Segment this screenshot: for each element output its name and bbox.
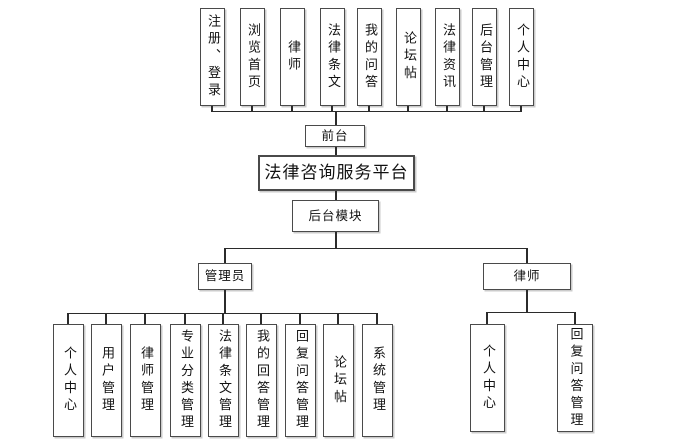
connector-line bbox=[225, 248, 528, 249]
front-module-personal-center: 个人中心 bbox=[509, 8, 534, 106]
connector-line bbox=[299, 313, 301, 324]
connector-line bbox=[335, 111, 337, 125]
admin-module-category-mgmt: 专业分类管理 bbox=[170, 324, 201, 437]
connector-line bbox=[446, 106, 448, 112]
lawyer-role-box: 律师 bbox=[483, 263, 571, 290]
connector-line bbox=[376, 313, 378, 324]
connector-line bbox=[574, 312, 576, 324]
connector-line bbox=[260, 313, 262, 324]
connector-line bbox=[368, 106, 370, 112]
connector-line bbox=[335, 232, 337, 248]
connector-line bbox=[222, 313, 224, 324]
connector-line bbox=[144, 313, 146, 324]
connector-line bbox=[487, 312, 576, 313]
connector-line bbox=[224, 248, 226, 263]
admin-module-lawyer-mgmt: 律师管理 bbox=[130, 324, 161, 437]
admin-module-my-answer-mgmt: 我的回答管理 bbox=[246, 324, 277, 437]
connector-line bbox=[407, 106, 409, 112]
connector-line bbox=[483, 106, 485, 112]
connector-line bbox=[105, 313, 107, 324]
front-module-legal-news: 法律资讯 bbox=[435, 8, 460, 106]
connector-line bbox=[335, 191, 337, 200]
connector-line bbox=[291, 106, 293, 112]
front-module-legal-articles: 法律条文 bbox=[320, 8, 345, 106]
connector-line bbox=[335, 147, 337, 155]
front-module-forum-post: 论坛帖 bbox=[396, 8, 421, 106]
connector-line bbox=[251, 106, 253, 112]
admin-module-personal-center: 个人中心 bbox=[53, 324, 84, 437]
admin-module-reply-qa-mgmt: 回复问答管理 bbox=[285, 324, 316, 437]
connector-line bbox=[526, 290, 528, 312]
admin-module-system-mgmt: 系统管理 bbox=[362, 324, 393, 437]
back-group-box: 后台模块 bbox=[292, 200, 379, 232]
connector-line bbox=[486, 312, 488, 324]
front-module-browse-home: 浏览首页 bbox=[240, 8, 265, 106]
connector-line bbox=[337, 313, 339, 324]
connector-line bbox=[331, 106, 333, 112]
connector-line bbox=[211, 106, 213, 112]
lawyer-module-reply-qa-mgmt: 回复问答管理 bbox=[557, 324, 593, 432]
front-module-backend-mgmt: 后台管理 bbox=[472, 8, 497, 106]
connector-line bbox=[526, 248, 528, 263]
connector-line bbox=[212, 111, 522, 112]
front-group-box: 前台 bbox=[305, 125, 365, 147]
platform-title-box: 法律咨询服务平台 bbox=[258, 155, 415, 191]
admin-role-box: 管理员 bbox=[198, 263, 252, 290]
front-module-my-qa: 我的问答 bbox=[357, 8, 382, 106]
connector-line bbox=[520, 106, 522, 112]
connector-line bbox=[224, 290, 226, 313]
front-module-register-login: 注册、登录 bbox=[200, 8, 225, 106]
lawyer-module-personal-center: 个人中心 bbox=[470, 324, 505, 432]
admin-module-forum-post: 论坛帖 bbox=[323, 324, 354, 437]
admin-module-user-mgmt: 用户管理 bbox=[91, 324, 122, 437]
connector-line bbox=[67, 313, 69, 324]
front-module-lawyer: 律师 bbox=[280, 8, 305, 106]
connector-line bbox=[184, 313, 186, 324]
admin-module-legal-article-mgmt: 法律条文管理 bbox=[208, 324, 239, 437]
